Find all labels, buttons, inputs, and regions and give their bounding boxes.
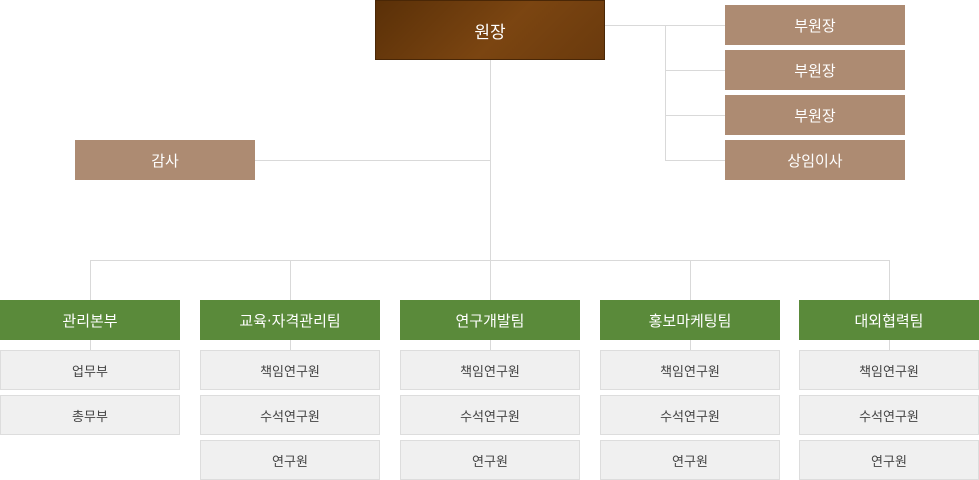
connector-dept-3-members <box>490 340 491 350</box>
member-label: 책임연구원 <box>660 364 720 380</box>
connector-dept-5-members <box>889 340 890 350</box>
member-box: 책임연구원 <box>400 350 580 390</box>
connector-vice-2 <box>665 70 725 71</box>
vice-director-label: 부원장 <box>794 106 836 125</box>
connector-dept-1 <box>90 260 91 300</box>
connector-vice-3 <box>665 115 725 116</box>
member-box: 수석연구원 <box>799 395 979 435</box>
connector-director-right <box>605 25 665 26</box>
member-label: 연구원 <box>871 454 907 470</box>
member-box: 책임연구원 <box>600 350 780 390</box>
department-label: 대외협력팀 <box>854 311 924 330</box>
member-box: 수석연구원 <box>200 395 380 435</box>
member-label: 책임연구원 <box>460 364 520 380</box>
department-box: 홍보마케팅팀 <box>600 300 780 340</box>
connector-vice-1 <box>665 25 725 26</box>
member-box: 연구원 <box>799 440 979 480</box>
connector-vice-4 <box>665 160 725 161</box>
member-label: 책임연구원 <box>260 364 320 380</box>
connector-dept-2 <box>290 260 291 300</box>
connector-dept-3 <box>490 260 491 300</box>
connector-dept-5 <box>889 260 890 300</box>
standing-director-box: 상임이사 <box>725 140 905 180</box>
vice-director-box: 부원장 <box>725 50 905 90</box>
department-box: 교육·자격관리팀 <box>200 300 380 340</box>
connector-vice-spine <box>665 25 666 160</box>
department-label: 교육·자격관리팀 <box>239 311 341 330</box>
director-box: 원장 <box>375 0 605 60</box>
connector-dept-4-members <box>690 340 691 350</box>
member-label: 수석연구원 <box>260 409 320 425</box>
member-box: 업무부 <box>0 350 180 390</box>
member-box: 총무부 <box>0 395 180 435</box>
vice-director-box: 부원장 <box>725 95 905 135</box>
member-label: 연구원 <box>672 454 708 470</box>
vice-director-label: 부원장 <box>794 16 836 35</box>
director-label: 원장 <box>474 22 506 43</box>
department-label: 연구개발팀 <box>455 311 525 330</box>
member-label: 수석연구원 <box>660 409 720 425</box>
connector-dept-4 <box>690 260 691 300</box>
connector-director-down <box>490 60 491 260</box>
member-box: 수석연구원 <box>600 395 780 435</box>
member-label: 업무부 <box>72 364 108 380</box>
connector-auditor <box>255 160 490 161</box>
auditor-label: 감사 <box>151 151 179 170</box>
member-box: 연구원 <box>200 440 380 480</box>
member-label: 연구원 <box>272 454 308 470</box>
member-box: 연구원 <box>600 440 780 480</box>
department-label: 관리본부 <box>62 311 118 330</box>
member-label: 연구원 <box>472 454 508 470</box>
department-label: 홍보마케팅팀 <box>648 311 732 330</box>
standing-director-label: 상임이사 <box>787 151 843 170</box>
auditor-box: 감사 <box>75 140 255 180</box>
member-label: 책임연구원 <box>859 364 919 380</box>
member-box: 책임연구원 <box>200 350 380 390</box>
member-box: 연구원 <box>400 440 580 480</box>
member-label: 수석연구원 <box>859 409 919 425</box>
department-box: 대외협력팀 <box>799 300 979 340</box>
member-label: 수석연구원 <box>460 409 520 425</box>
vice-director-box: 부원장 <box>725 5 905 45</box>
connector-dept-2-members <box>290 340 291 350</box>
member-label: 총무부 <box>72 409 108 425</box>
member-box: 수석연구원 <box>400 395 580 435</box>
vice-director-label: 부원장 <box>794 61 836 80</box>
connector-dept-1-members <box>90 340 91 350</box>
member-box: 책임연구원 <box>799 350 979 390</box>
department-box: 연구개발팀 <box>400 300 580 340</box>
department-box: 관리본부 <box>0 300 180 340</box>
